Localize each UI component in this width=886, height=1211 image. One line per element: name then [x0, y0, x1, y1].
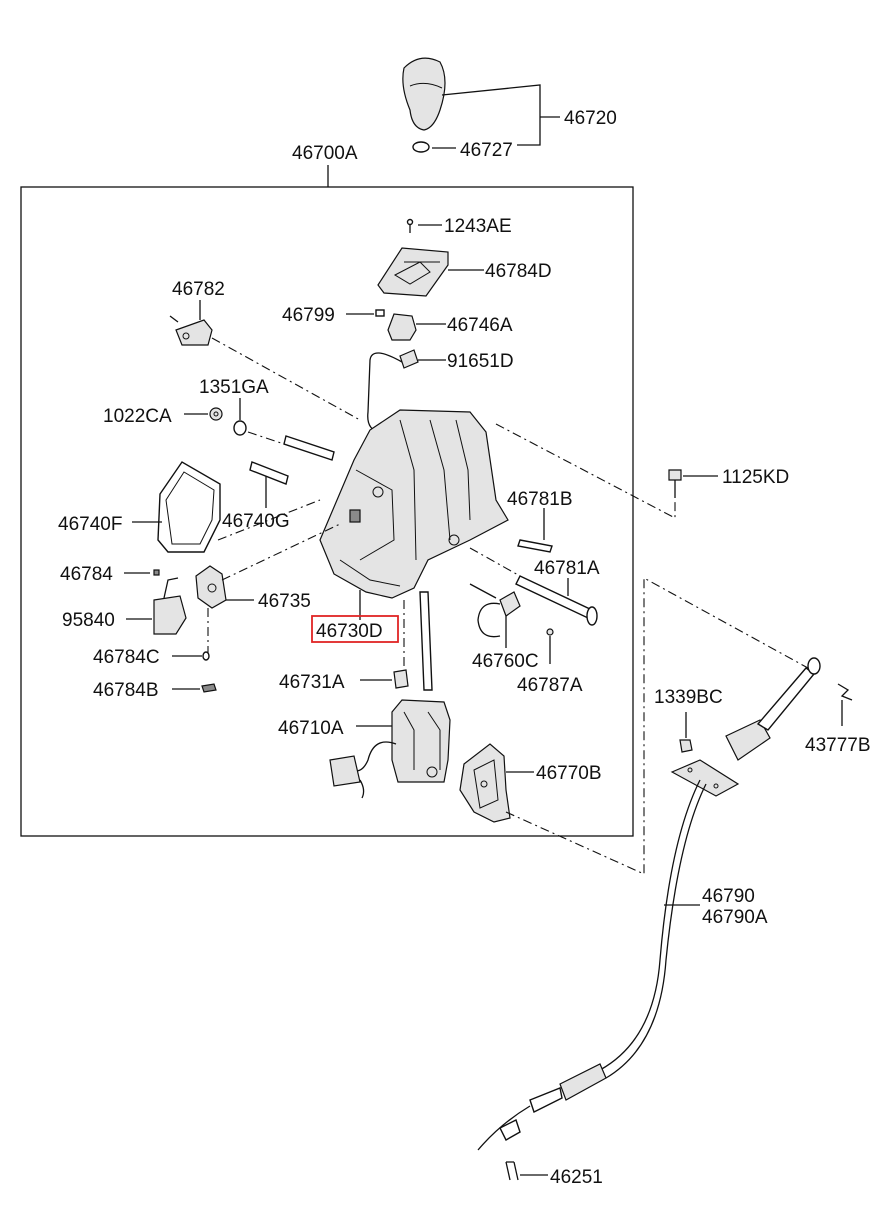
shift-lever-46710A[interactable]: [329, 699, 451, 799]
clip-46784B[interactable]: [201, 683, 217, 693]
switch-46782[interactable]: [169, 315, 213, 346]
nut-1022CA[interactable]: [209, 407, 223, 421]
shift-lever-rod[interactable]: [419, 591, 433, 691]
switch-95840[interactable]: [153, 577, 187, 635]
pin-46781B[interactable]: [517, 539, 553, 553]
label-46790A: 46790A: [702, 907, 768, 928]
label-1125KD: 1125KD: [722, 467, 789, 488]
label-46727: 46727: [460, 140, 513, 161]
label-91651D: 91651D: [447, 351, 514, 372]
sensor-46760C[interactable]: [469, 583, 521, 638]
nut-1339BC[interactable]: [679, 739, 693, 753]
label-46781B: 46781B: [507, 489, 573, 510]
label-46720: 46720: [564, 108, 617, 129]
label-46784B: 46784B: [93, 680, 159, 701]
shifter-bracket-46730D[interactable]: [319, 409, 509, 599]
shift-cable-46790[interactable]: [477, 657, 821, 1151]
label-46740F: 46740F: [58, 514, 122, 535]
indicator-plate-46784D[interactable]: [377, 247, 449, 297]
screw-1243AE[interactable]: [406, 218, 414, 234]
button-46731A[interactable]: [393, 669, 409, 689]
pin-upper[interactable]: [283, 435, 335, 461]
bracket-46746A[interactable]: [387, 313, 417, 341]
shift-knob[interactable]: [402, 57, 446, 153]
bolt-1125KD[interactable]: [668, 469, 682, 498]
clip-46784[interactable]: [153, 569, 160, 576]
label-46782: 46782: [172, 279, 225, 300]
label-1022CA: 1022CA: [103, 406, 172, 427]
label-46740G: 46740G: [222, 511, 290, 532]
label-46770B: 46770B: [536, 763, 602, 784]
label-46799: 46799: [282, 305, 335, 326]
label-46731A: 46731A: [279, 672, 345, 693]
label-46784D: 46784D: [485, 261, 552, 282]
label-46784C: 46784C: [93, 647, 160, 668]
screw-46787A[interactable]: [546, 628, 554, 664]
label-46781A: 46781A: [534, 558, 600, 579]
clip-46799[interactable]: [375, 309, 385, 317]
label-1339BC: 1339BC: [654, 687, 723, 708]
label-46251: 46251: [550, 1167, 603, 1188]
washer-1351GA[interactable]: [233, 420, 247, 436]
label-46710A: 46710A: [278, 718, 344, 739]
label-46790: 46790: [702, 886, 755, 907]
label-46784: 46784: [60, 564, 113, 585]
clip-43777B[interactable]: [837, 683, 853, 701]
label-46735: 46735: [258, 591, 311, 612]
highlight-box: [311, 615, 399, 643]
label-43777B: 43777B: [805, 735, 871, 756]
label-46730D: 46730D: [316, 621, 383, 642]
label-1351GA: 1351GA: [199, 377, 269, 398]
label-46760C: 46760C: [472, 651, 539, 672]
clip-46784C[interactable]: [202, 651, 210, 661]
cover-46740F[interactable]: [157, 461, 221, 553]
label-46700A: 46700A: [292, 143, 358, 164]
bracket-46770B[interactable]: [459, 743, 511, 823]
label-46746A: 46746A: [447, 315, 513, 336]
solenoid-46735[interactable]: [195, 565, 227, 609]
label-46787A: 46787A: [517, 675, 583, 696]
clip-46251[interactable]: [505, 1161, 519, 1181]
label-1243AE: 1243AE: [444, 216, 512, 237]
pin-46781A[interactable]: [515, 575, 598, 626]
pin-46740G[interactable]: [249, 461, 289, 485]
assembly-frame: [20, 186, 634, 837]
label-95840: 95840: [62, 610, 115, 631]
